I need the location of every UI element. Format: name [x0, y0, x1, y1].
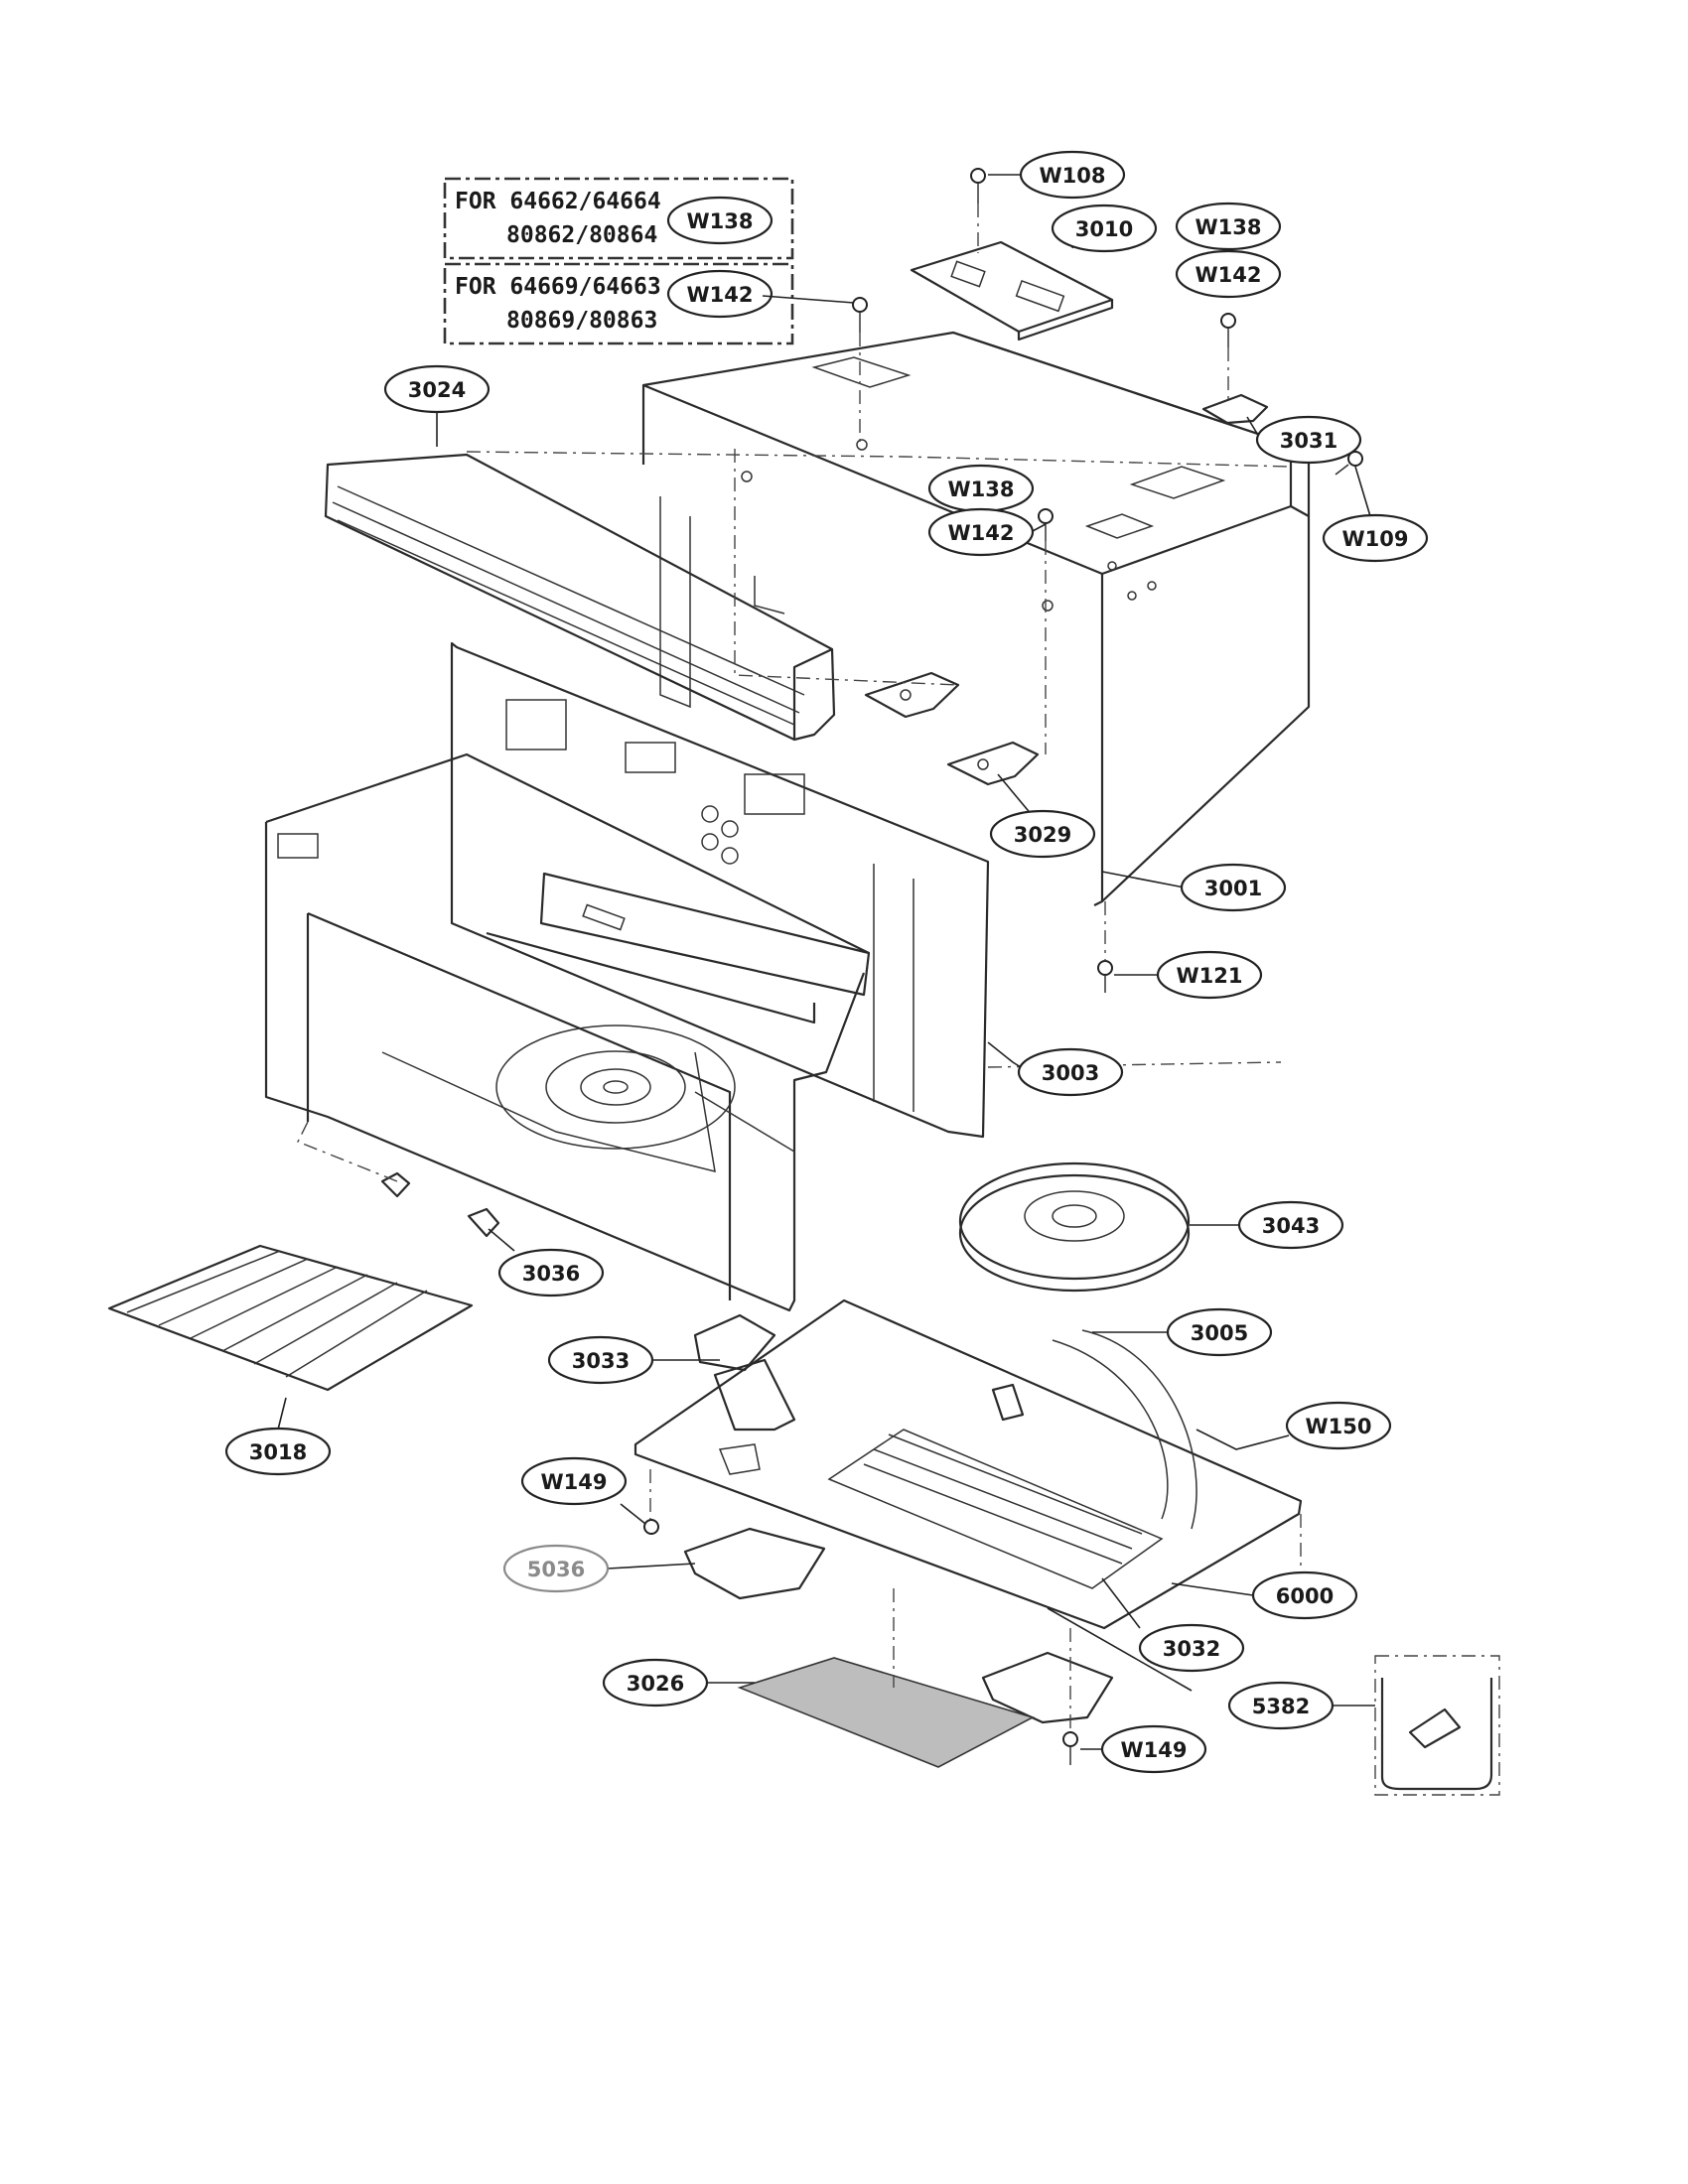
svg-text:W142: W142 [948, 521, 1015, 545]
svg-text:W121: W121 [1177, 964, 1243, 988]
svg-text:6000: 6000 [1276, 1584, 1334, 1608]
parts-kit-drawing [1374, 1655, 1500, 1796]
callout-5382: 5382 [1227, 1681, 1335, 1730]
alignment-guides [297, 204, 1302, 1732]
callout-5036: 5036 [502, 1544, 610, 1593]
callout-w109: W109 [1322, 513, 1429, 563]
svg-text:W149: W149 [541, 1470, 608, 1494]
variant-note-1-code: W138 [687, 209, 754, 233]
svg-text:W142: W142 [1196, 263, 1262, 287]
callout-w121: W121 [1156, 950, 1263, 1000]
svg-text:W109: W109 [1342, 527, 1409, 551]
callout-w142-top: W142 [1175, 249, 1282, 299]
callout-3003: 3003 [1017, 1047, 1124, 1097]
screw-w142-mid [1038, 508, 1054, 541]
svg-text:W138: W138 [948, 478, 1015, 501]
svg-text:3026: 3026 [627, 1672, 684, 1696]
callout-6000: 6000 [1251, 1570, 1358, 1620]
vent-grille-drawing [324, 453, 836, 742]
svg-text:W149: W149 [1121, 1738, 1188, 1762]
cavity-drawing [264, 641, 990, 1312]
clip-3036 [380, 1171, 500, 1238]
callout-w108: W108 [1019, 150, 1126, 200]
svg-text:3029: 3029 [1014, 823, 1071, 847]
variant-note-2-code: W142 [687, 283, 754, 307]
damper-right-drawing [981, 1651, 1114, 1724]
svg-text:3032: 3032 [1163, 1637, 1220, 1661]
callout-w138-top: W138 [1175, 202, 1282, 251]
svg-text:3001: 3001 [1204, 877, 1262, 900]
callout-3029: 3029 [989, 809, 1096, 859]
variant-note-2-line2: 80869/80863 [506, 308, 657, 334]
top-bracket-drawing [910, 240, 1114, 341]
variant-note-1-line2: 80862/80864 [506, 222, 657, 248]
svg-text:W108: W108 [1040, 164, 1106, 188]
oven-rack-drawing [107, 1244, 474, 1392]
outer-cabinet-drawing [641, 331, 1311, 906]
screw-w109 [1335, 451, 1363, 476]
variant-note-2-line1: FOR 64669/64663 [455, 274, 661, 300]
callout-3031: 3031 [1255, 415, 1362, 465]
turntable-drawing [958, 1161, 1191, 1293]
svg-text:3003: 3003 [1042, 1061, 1099, 1085]
svg-text:5036: 5036 [527, 1558, 585, 1581]
base-plate-drawing [633, 1298, 1303, 1630]
screw-w149-left [643, 1519, 659, 1535]
grease-filter-drawing [737, 1657, 1036, 1768]
screw-w108 [970, 168, 986, 204]
mount-bracket-drawing [713, 1358, 796, 1475]
svg-text:W150: W150 [1306, 1415, 1372, 1438]
bracket-3031-drawing [1201, 393, 1269, 425]
callout-w149-left: W149 [520, 1456, 628, 1506]
screw-w121 [1097, 960, 1113, 993]
callout-3010: 3010 [1051, 204, 1158, 253]
svg-text:3043: 3043 [1262, 1214, 1320, 1238]
svg-text:3036: 3036 [522, 1262, 580, 1286]
svg-text:3005: 3005 [1191, 1321, 1248, 1345]
callout-3001: 3001 [1180, 863, 1287, 912]
callout-3018: 3018 [224, 1427, 332, 1476]
svg-text:3018: 3018 [249, 1440, 307, 1464]
callout-w149-right: W149 [1100, 1724, 1207, 1774]
screw-w142-right [1220, 313, 1236, 347]
callout-3005: 3005 [1166, 1307, 1273, 1357]
svg-text:3010: 3010 [1075, 217, 1133, 241]
variant-note-box-2: FOR 64669/64663 80869/80863 W142 [443, 262, 794, 345]
callout-3026: 3026 [602, 1658, 709, 1707]
callout-w142-mid: W142 [927, 507, 1035, 557]
svg-text:3033: 3033 [572, 1349, 630, 1373]
screw-w142-top [852, 297, 868, 333]
callout-w138-mid: W138 [927, 464, 1035, 513]
variant-note-1-line1: FOR 64662/64664 [455, 189, 661, 214]
callout-3043: 3043 [1237, 1200, 1344, 1250]
callout-3033: 3033 [547, 1335, 654, 1385]
callout-w150: W150 [1285, 1401, 1392, 1450]
damper-left-drawing [683, 1527, 826, 1600]
callout-3032: 3032 [1138, 1623, 1245, 1673]
screw-w149-right [1062, 1731, 1078, 1765]
svg-text:5382: 5382 [1252, 1695, 1310, 1718]
svg-text:3031: 3031 [1280, 429, 1337, 453]
callout-3036: 3036 [497, 1248, 605, 1297]
svg-text:3024: 3024 [408, 378, 466, 402]
variant-note-box-1: FOR 64662/64664 80862/80864 W138 [443, 177, 794, 260]
callout-3024: 3024 [383, 364, 491, 414]
svg-text:W138: W138 [1196, 215, 1262, 239]
bracket-3029-drawing [864, 671, 1040, 786]
